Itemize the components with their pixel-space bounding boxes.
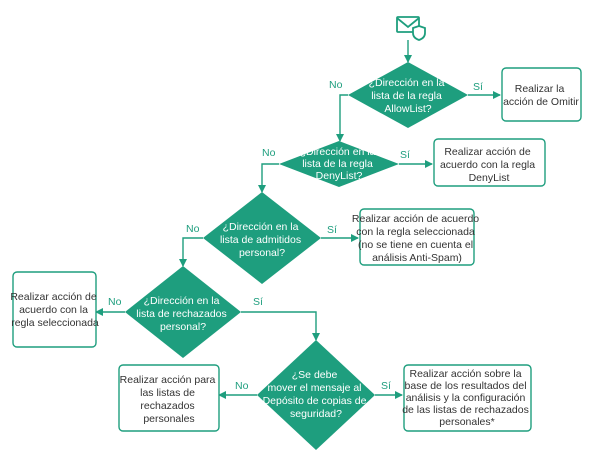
- action-denylist-text: Realizar acción de acuerdo con la regla …: [440, 146, 538, 184]
- decision-personal-allow: ¿Dirección en la lista de admitidos pers…: [203, 192, 321, 284]
- yes-label: Sí: [381, 380, 391, 392]
- action-denylist: Realizar acción de acuerdo con la regla …: [433, 138, 546, 187]
- action-omit: Realizar la acción de Omitir: [501, 67, 582, 122]
- no-label: No: [235, 380, 249, 392]
- action-personal-allow-text: Realizar acción de acuerdo con la regla …: [352, 213, 482, 264]
- connectors: [95, 40, 501, 399]
- decision-allowlist-text: ¿Dirección en la lista de la regla Allow…: [369, 77, 448, 115]
- decision-backup-text: ¿Se debe mover el mensaje al Depósito de…: [263, 369, 370, 420]
- decision-allowlist: ¿Dirección en la lista de la regla Allow…: [348, 62, 468, 128]
- action-personal-deny: Realizar acción de acuerdo con la regla …: [10, 271, 99, 348]
- decision-personal-allow-text: ¿Dirección en la lista de admitidos pers…: [220, 221, 304, 259]
- yes-label: Sí: [473, 81, 483, 93]
- arrow-d4-yes: [241, 311, 320, 341]
- mail-shield-icon: [396, 16, 426, 41]
- yes-label: Sí: [400, 149, 410, 161]
- action-personal-deny-lists-text: Realizar acción para las listas de recha…: [120, 374, 219, 425]
- yes-label: Sí: [327, 224, 337, 236]
- arrow-d3-no: [179, 237, 203, 267]
- arrow-d2-no: [258, 163, 279, 193]
- action-scan-results: Realizar acción sobre la base de los res…: [402, 364, 532, 432]
- line-d1-no: [339, 94, 348, 138]
- yes-label: Sí: [253, 296, 263, 308]
- decision-denylist: ¿Dirección en la lista de la regla DenyL…: [279, 141, 399, 187]
- decision-backup: ¿Se debe mover el mensaje al Depósito de…: [257, 340, 375, 450]
- action-omit-text: Realizar la acción de Omitir: [503, 83, 579, 108]
- decision-personal-deny: ¿Dirección en la lista de rechazados per…: [125, 266, 241, 358]
- no-label: No: [108, 296, 122, 308]
- action-personal-deny-lists: Realizar acción para las listas de recha…: [118, 364, 220, 432]
- no-label: No: [186, 223, 200, 235]
- action-personal-allow: Realizar acción de acuerdo con la regla …: [352, 208, 482, 266]
- decision-denylist-text: ¿Dirección en la lista de la regla DenyL…: [300, 146, 379, 182]
- decision-personal-deny-text: ¿Dirección en la lista de rechazados per…: [136, 295, 229, 333]
- action-personal-deny-text: Realizar acción de acuerdo con la regla …: [10, 291, 99, 329]
- no-label: No: [262, 147, 276, 159]
- action-scan-results-text: Realizar acción sobre la base de los res…: [402, 368, 532, 428]
- no-label: No: [329, 79, 343, 91]
